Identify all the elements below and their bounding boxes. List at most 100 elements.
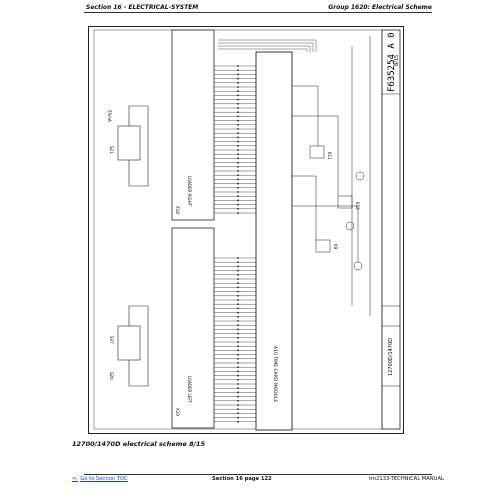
wire-junction bbox=[237, 128, 239, 130]
wire-junction bbox=[237, 212, 239, 214]
wire-junction bbox=[237, 357, 239, 360]
wire-junction bbox=[237, 290, 239, 293]
wire-junction bbox=[237, 102, 239, 105]
wire-junction bbox=[237, 404, 239, 406]
left-components bbox=[117, 105, 149, 387]
page-header: Section 16 - ELECTRICAL-SYSTEM Group 162… bbox=[72, 0, 432, 14]
electrical-schematic: F635254 A 0 8/15 12700D/1470D LOADER RIG… bbox=[88, 26, 404, 434]
wire-junction bbox=[237, 144, 239, 147]
wire-junction bbox=[237, 170, 239, 172]
title-block bbox=[381, 29, 401, 430]
connector-block-top bbox=[171, 29, 215, 221]
group-title: Group 1620: Electrical Scheme bbox=[328, 4, 432, 11]
wire-junction bbox=[237, 107, 239, 109]
connector-id-x19: X19 bbox=[175, 408, 180, 416]
wire-junction bbox=[237, 420, 239, 423]
wire-junction bbox=[237, 408, 239, 411]
wire-junction bbox=[237, 65, 239, 67]
switch-s37: S37 bbox=[109, 336, 114, 344]
wire-junction bbox=[237, 265, 239, 268]
wire-junction bbox=[237, 416, 239, 419]
wire-junction bbox=[237, 195, 239, 198]
wire-junction bbox=[237, 157, 239, 160]
wire-junction bbox=[237, 362, 239, 364]
wire-junction bbox=[237, 303, 239, 306]
wire-junction bbox=[237, 115, 239, 118]
wire-junction bbox=[237, 336, 239, 339]
wire-junction bbox=[237, 199, 239, 202]
wire-junction bbox=[237, 387, 239, 390]
wire-junction bbox=[237, 73, 239, 76]
back-arrow-icon: <- bbox=[72, 476, 79, 482]
wire-junction bbox=[237, 286, 239, 289]
wire-junction bbox=[237, 320, 239, 322]
wire-junction bbox=[237, 119, 239, 122]
connector-label-bottom: LOADER LEFT bbox=[187, 376, 192, 404]
manual-name: tm2133-TECHNICAL MANUAL bbox=[369, 476, 444, 482]
wire-junction bbox=[237, 299, 239, 301]
wire-junction bbox=[237, 81, 239, 84]
connector-label-top: LOADER RIGHT bbox=[187, 176, 192, 207]
wire-junction bbox=[237, 77, 239, 80]
main-module bbox=[255, 51, 293, 431]
wire-junction bbox=[237, 261, 239, 264]
wire-junction bbox=[237, 307, 239, 310]
drawing-number: F635254 A 0 bbox=[387, 32, 397, 92]
wire-junction bbox=[237, 391, 239, 394]
wire-junction bbox=[237, 412, 239, 415]
connector-id-x18: X18 bbox=[175, 206, 180, 214]
wire-junction bbox=[237, 349, 239, 352]
relay-k9: K9 bbox=[333, 244, 338, 250]
top-bus bbox=[218, 39, 317, 52]
wire-junction bbox=[237, 182, 239, 185]
wire-junction bbox=[237, 353, 239, 356]
wire-junction bbox=[237, 378, 239, 381]
wire-junction bbox=[237, 149, 239, 151]
switch-s20: S20 bbox=[109, 372, 114, 380]
wire-junction bbox=[237, 395, 239, 398]
wire-junction bbox=[237, 278, 239, 280]
wire-junction bbox=[237, 366, 239, 369]
wire-junction bbox=[237, 315, 239, 318]
connector-block-bottom bbox=[171, 227, 215, 429]
wire-junction bbox=[237, 203, 239, 206]
section-title: Section 16 - ELECTRICAL-SYSTEM bbox=[86, 4, 199, 11]
wire-junction bbox=[237, 165, 239, 168]
right-components bbox=[292, 36, 371, 316]
wire-junction bbox=[237, 374, 239, 377]
wire-junction bbox=[237, 94, 239, 97]
wire-junction bbox=[237, 257, 239, 259]
footer-rule bbox=[84, 474, 432, 475]
wire-junction bbox=[237, 153, 239, 156]
module-label: A10 TIME CARD MODULE bbox=[272, 346, 278, 402]
wire-junction bbox=[237, 207, 239, 210]
wire-junction bbox=[237, 161, 239, 164]
title-block-model: 12700D/1470D bbox=[388, 338, 394, 376]
relay-k11: K11 bbox=[327, 152, 332, 160]
wire-junction bbox=[237, 370, 239, 373]
page-number: Section 16 page 122 bbox=[212, 476, 272, 482]
figure-caption: 12700/1470D electrical scheme 8/15 bbox=[72, 440, 206, 448]
wire-junction bbox=[237, 332, 239, 335]
switch-s21: S21 bbox=[109, 146, 114, 154]
wire-junction bbox=[237, 69, 239, 72]
wire-junction bbox=[237, 123, 239, 126]
schematic-frame bbox=[88, 26, 404, 434]
wire-junction bbox=[237, 282, 239, 285]
section-toc-link[interactable]: <-Go to Section TOC bbox=[72, 476, 128, 482]
wires-top bbox=[214, 65, 256, 214]
wire-junction bbox=[237, 345, 239, 348]
header-rule bbox=[84, 12, 432, 13]
wire-junction bbox=[237, 90, 239, 93]
sheet-number: 8/15 bbox=[394, 55, 400, 66]
wire-junction bbox=[237, 383, 239, 385]
relay-k12: K12 bbox=[355, 202, 360, 210]
wire-junction bbox=[237, 178, 239, 181]
wire-junction bbox=[237, 98, 239, 101]
wire-junction bbox=[237, 174, 239, 177]
wire-junction bbox=[237, 273, 239, 276]
wire-junction bbox=[237, 399, 239, 402]
wire-junction bbox=[237, 86, 239, 88]
wire-junction bbox=[237, 186, 239, 189]
wire-junction bbox=[237, 294, 239, 297]
